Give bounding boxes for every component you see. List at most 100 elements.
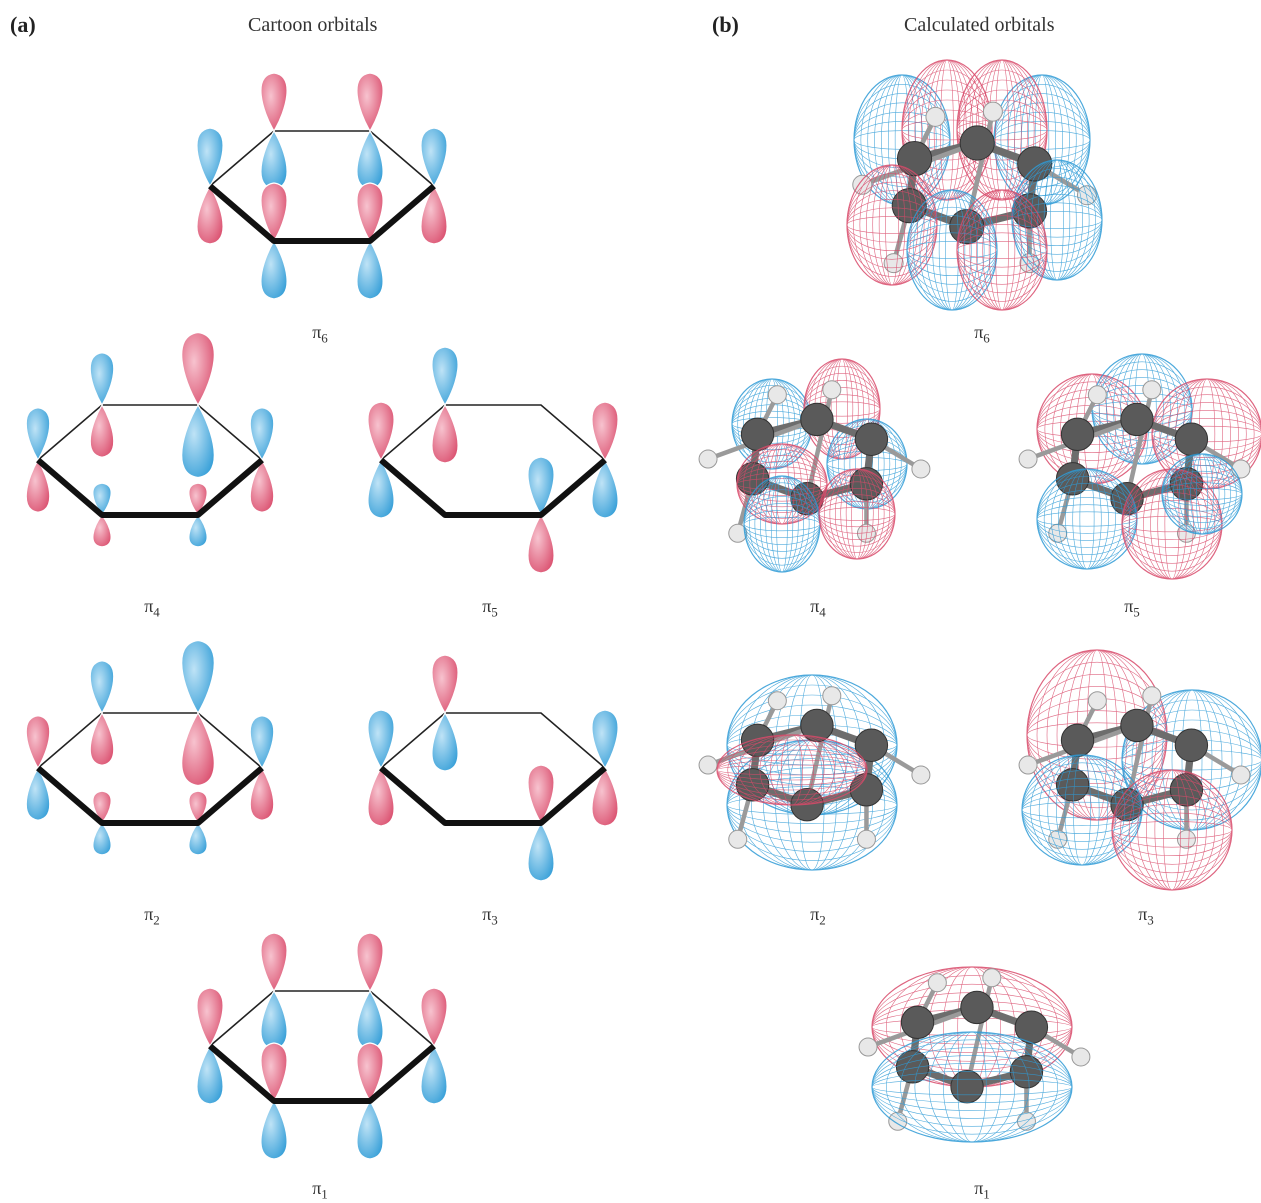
- p-lobe-lower: [196, 1044, 224, 1105]
- p-lobe-lower: [25, 766, 51, 821]
- hydrogen-atom: [856, 829, 876, 849]
- p-lobe-upper: [196, 987, 224, 1048]
- p-lobe-lower: [591, 766, 619, 827]
- pi4-calc-group: [698, 358, 931, 573]
- p-lobe-upper: [25, 407, 51, 462]
- calc-pi4: [698, 358, 931, 573]
- p-lobe-lower: [527, 821, 555, 882]
- p-lobe-upper: [249, 715, 275, 770]
- p-lobe-upper: [181, 331, 215, 407]
- carbon-atom: [896, 141, 933, 177]
- p-lobe-lower: [92, 822, 112, 856]
- label-a-pi6: π6: [312, 322, 328, 346]
- p-lobe-upper: [356, 72, 384, 133]
- p-lobe-upper: [25, 715, 51, 770]
- hydrogen-atom: [1087, 385, 1107, 405]
- label-a-pi5: π5: [482, 596, 498, 620]
- carbon-atom: [800, 402, 834, 437]
- hydrogen-atom: [1142, 380, 1162, 400]
- calc-pi2: [698, 674, 931, 871]
- p-lobe-lower: [527, 513, 555, 574]
- p-lobe-lower: [92, 514, 112, 548]
- hydrogen-atom: [982, 968, 1002, 988]
- hydrogen-atom: [911, 459, 931, 479]
- p-lobe-upper: [527, 456, 555, 517]
- carbon-atom: [1060, 417, 1095, 451]
- p-lobe-lower: [356, 1099, 384, 1160]
- calc-pi3: [1018, 649, 1261, 891]
- p-lobe-lower: [260, 239, 288, 300]
- p-lobe-upper: [249, 407, 275, 462]
- p-lobe-upper: [356, 182, 384, 243]
- hydrogen-atom: [911, 765, 931, 785]
- hydrogen-atom: [698, 449, 718, 469]
- ring-back-edge: [209, 990, 435, 1047]
- carbon-atom: [1174, 728, 1209, 762]
- p-lobe-upper: [591, 709, 619, 770]
- ring-front-edge: [208, 183, 436, 244]
- orbital-mesh-lobe: [716, 734, 868, 806]
- p-lobe-upper: [188, 482, 208, 516]
- carbon-atom: [900, 1005, 935, 1039]
- ring-back-edge: [209, 130, 435, 187]
- carbon-atom: [960, 990, 994, 1025]
- label-a-pi4: π4: [144, 596, 160, 620]
- pi1-calc-group: [858, 966, 1091, 1143]
- p-lobe-lower: [181, 711, 215, 787]
- label-b-pi6: π6: [974, 322, 990, 346]
- p-lobe-upper: [188, 790, 208, 824]
- orbital-mesh-lobe: [956, 189, 1048, 311]
- carbon-atom: [949, 208, 985, 245]
- panel-a-letter: (a): [10, 12, 36, 37]
- p-lobe-upper: [260, 1042, 288, 1103]
- panel-b-title: Calculated orbitals: [904, 14, 1055, 36]
- orbital-mesh-lobe: [871, 1031, 1073, 1143]
- ring-front-edge: [379, 457, 607, 518]
- pi6-cartoon-group: [196, 72, 448, 300]
- hydrogen-atom: [1142, 686, 1162, 706]
- hydrogen-atom: [1231, 459, 1251, 479]
- label-a-pi2: π2: [144, 904, 160, 928]
- p-lobe-lower: [89, 711, 115, 766]
- carbon-atom: [895, 1050, 930, 1084]
- hydrogen-atom: [925, 106, 946, 127]
- hydrogen-atom: [822, 686, 842, 706]
- p-lobe-lower: [249, 766, 275, 821]
- pi2-cartoon-group: [25, 639, 275, 856]
- hydrogen-atom: [1018, 755, 1038, 775]
- benzene-ball-stick: [858, 968, 1091, 1131]
- cartoon-pi2: [25, 639, 275, 856]
- hydrogen-atom: [1016, 1111, 1036, 1131]
- p-lobe-lower: [356, 239, 384, 300]
- hydrogen-atom: [728, 523, 748, 543]
- p-lobe-lower: [249, 458, 275, 513]
- ring-back-edge: [37, 404, 263, 461]
- hydrogen-atom: [698, 755, 718, 775]
- p-lobe-lower: [196, 184, 224, 245]
- pi5-cartoon-group: [367, 346, 619, 574]
- p-lobe-upper: [196, 127, 224, 188]
- p-lobe-lower: [89, 403, 115, 458]
- p-lobe-upper: [420, 127, 448, 188]
- p-lobe-lower: [188, 514, 208, 548]
- p-lobe-upper: [420, 987, 448, 1048]
- carbon-atom: [1014, 1010, 1049, 1044]
- hydrogen-atom: [767, 691, 787, 711]
- orbital-mesh-lobe: [1011, 159, 1103, 281]
- carbon-atom: [1055, 768, 1090, 802]
- label-b-pi2: π2: [810, 904, 826, 928]
- cartoon-pi3: [367, 654, 619, 882]
- p-lobe-upper: [527, 764, 555, 825]
- label-a-pi1: π1: [312, 1178, 328, 1202]
- pi1-cartoon-group: [196, 932, 448, 1160]
- ring-front-edge: [36, 765, 264, 826]
- p-lobe-upper: [260, 72, 288, 133]
- hydrogen-atom: [1048, 829, 1068, 849]
- pi5-calc-group: [1018, 353, 1261, 580]
- hydrogen-atom: [858, 1037, 878, 1057]
- pi3-cartoon-group: [367, 654, 619, 882]
- carbon-atom: [854, 728, 889, 762]
- pi4-cartoon-group: [25, 331, 275, 548]
- hydrogen-atom: [1018, 449, 1038, 469]
- carbon-atom: [854, 422, 889, 456]
